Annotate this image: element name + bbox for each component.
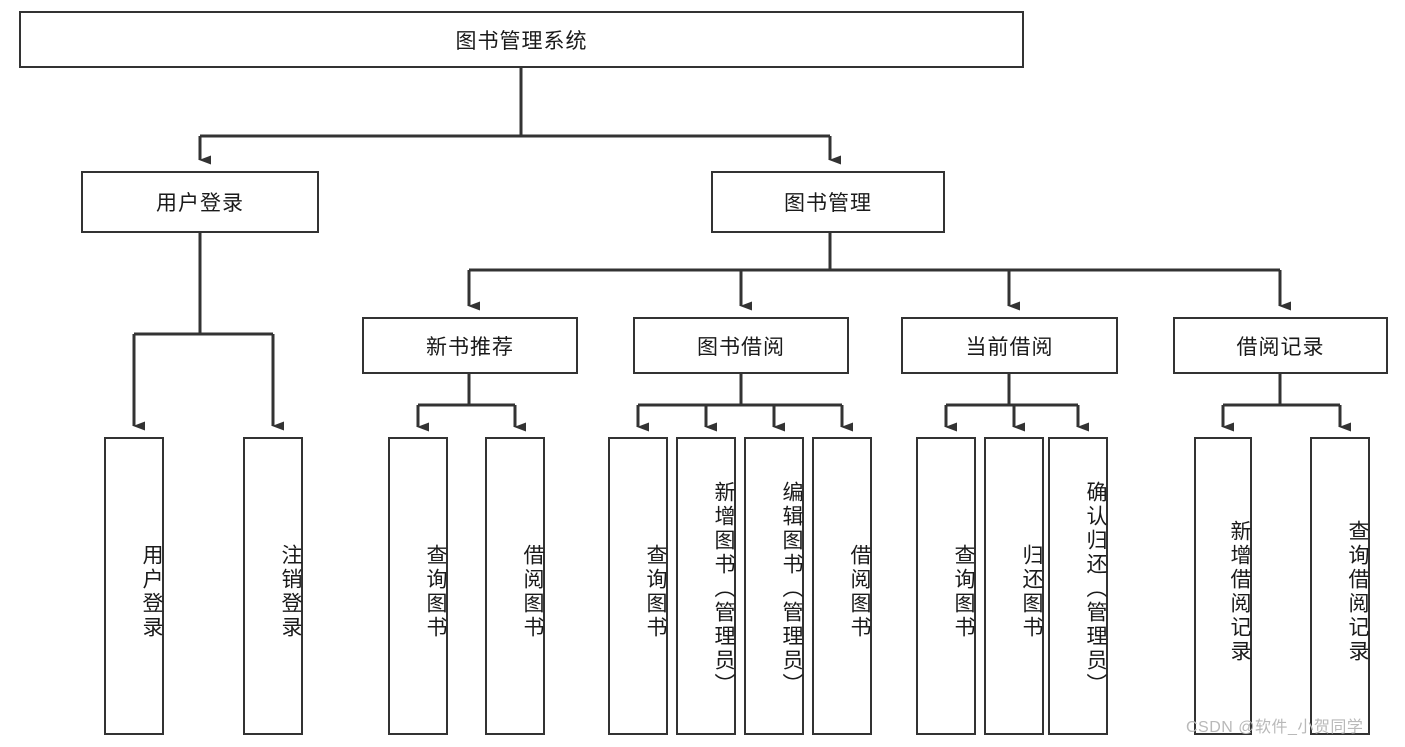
leaf-logout-label: 注销登录 <box>279 544 302 640</box>
node-new-book-recommend-label: 新书推荐 <box>426 335 514 359</box>
leaf-add-borrow-record[interactable]: 新增借阅记录 <box>1194 437 1252 735</box>
node-system-label: 图书管理系统 <box>455 29 588 53</box>
leaf-add-borrow-record-label: 新增借阅记录 <box>1228 520 1251 664</box>
leaf-query-borrow-record-label: 查询借阅记录 <box>1346 520 1369 664</box>
leaf-query-book-new-label: 查询图书 <box>424 544 447 640</box>
node-current-borrow-label: 当前借阅 <box>965 335 1054 359</box>
leaf-add-book-admin-label: 新增图书（管理员） <box>712 481 735 697</box>
csdn-watermark: CSDN @软件_小贺同学 <box>1186 719 1364 736</box>
leaf-query-borrow-record[interactable]: 查询借阅记录 <box>1310 437 1370 735</box>
leaf-edit-book-admin[interactable]: 编辑图书（管理员） <box>744 437 804 735</box>
leaf-query-book-borrow[interactable]: 查询图书 <box>608 437 668 735</box>
leaf-edit-book-admin-label: 编辑图书（管理员） <box>780 481 803 697</box>
leaf-borrow-book-new-label: 借阅图书 <box>521 544 544 640</box>
leaf-return-book-label: 归还图书 <box>1020 544 1043 640</box>
node-current-borrow[interactable]: 当前借阅 <box>901 317 1118 374</box>
node-book-borrow[interactable]: 图书借阅 <box>633 317 849 374</box>
leaf-borrow-book-new[interactable]: 借阅图书 <box>485 437 545 735</box>
leaf-add-book-admin[interactable]: 新增图书（管理员） <box>676 437 736 735</box>
leaf-query-book-current[interactable]: 查询图书 <box>916 437 976 735</box>
node-borrow-record[interactable]: 借阅记录 <box>1173 317 1388 374</box>
node-borrow-record-label: 借阅记录 <box>1236 335 1325 359</box>
leaf-query-book-new[interactable]: 查询图书 <box>388 437 448 735</box>
leaf-user-login-label: 用户登录 <box>140 544 163 640</box>
node-book-manage-label: 图书管理 <box>784 192 872 215</box>
node-book-manage[interactable]: 图书管理 <box>711 171 945 233</box>
leaf-user-login[interactable]: 用户登录 <box>104 437 164 735</box>
leaf-query-book-borrow-label: 查询图书 <box>644 544 667 640</box>
leaf-confirm-return-admin-label: 确认归还（管理员） <box>1084 481 1107 697</box>
leaf-return-book[interactable]: 归还图书 <box>984 437 1044 735</box>
leaf-confirm-return-admin[interactable]: 确认归还（管理员） <box>1048 437 1108 735</box>
leaf-borrow-book[interactable]: 借阅图书 <box>812 437 872 735</box>
leaf-query-book-current-label: 查询图书 <box>952 544 975 640</box>
node-system[interactable]: 图书管理系统 <box>19 11 1024 68</box>
node-new-book-recommend[interactable]: 新书推荐 <box>362 317 578 374</box>
node-user-login[interactable]: 用户登录 <box>81 171 319 233</box>
node-user-login-label: 用户登录 <box>156 192 244 215</box>
node-book-borrow-label: 图书借阅 <box>697 335 785 359</box>
leaf-borrow-book-label: 借阅图书 <box>848 544 871 640</box>
leaf-logout[interactable]: 注销登录 <box>243 437 303 735</box>
